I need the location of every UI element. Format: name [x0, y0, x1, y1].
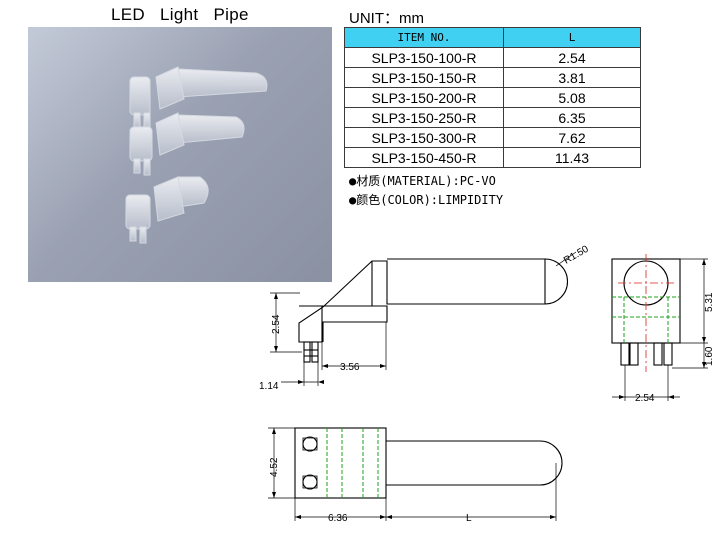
column-header-item: ITEM NO. — [344, 27, 504, 48]
top-view-body — [294, 427, 387, 499]
unit-label: UNIT：mm — [349, 10, 424, 27]
l-cell: 11.43 — [503, 147, 641, 168]
radius-label: R1.50 — [562, 244, 591, 267]
l-cell: 3.81 — [503, 67, 641, 88]
item-cell: SLP3-150-100-R — [344, 47, 504, 68]
table-header-row: ITEM NO. L — [344, 27, 641, 48]
side-view-pipe-tip — [544, 258, 569, 305]
item-cell: SLP3-150-250-R — [344, 107, 504, 128]
column-header-l: L — [503, 27, 641, 48]
color-note: ●颜色(COLOR):LIMPIDITY — [349, 193, 504, 207]
side-view-outline — [298, 258, 546, 343]
side-view-body — [299, 305, 388, 342]
dim-4-52: 4.52 — [269, 457, 280, 477]
light-pipe-photo-illustration — [125, 66, 268, 244]
item-cell: SLP3-150-150-R — [344, 67, 504, 88]
item-cell: SLP3-150-300-R — [344, 127, 504, 148]
l-cell: 5.08 — [503, 87, 641, 108]
dim-2-54-end: 2.54 — [635, 393, 655, 404]
material-note: ●材质(MATERIAL):PC-VO — [349, 174, 496, 188]
dim-3-56: 3.56 — [340, 362, 360, 373]
dim-6-36: 6.36 — [328, 513, 348, 524]
product-photo — [28, 27, 332, 282]
page-title: LED Light Pipe — [111, 5, 249, 24]
item-cell: SLP3-150-450-R — [344, 147, 504, 168]
dim-l: L — [466, 513, 472, 524]
dim-2-54-side: 2.54 — [271, 314, 282, 334]
dim-1-60: 1.60 — [704, 346, 715, 366]
dim-5-31: 5.31 — [704, 292, 715, 312]
top-view-pipe — [386, 440, 563, 486]
l-cell: 7.62 — [503, 127, 641, 148]
dim-1-14: 1.14 — [259, 381, 279, 392]
